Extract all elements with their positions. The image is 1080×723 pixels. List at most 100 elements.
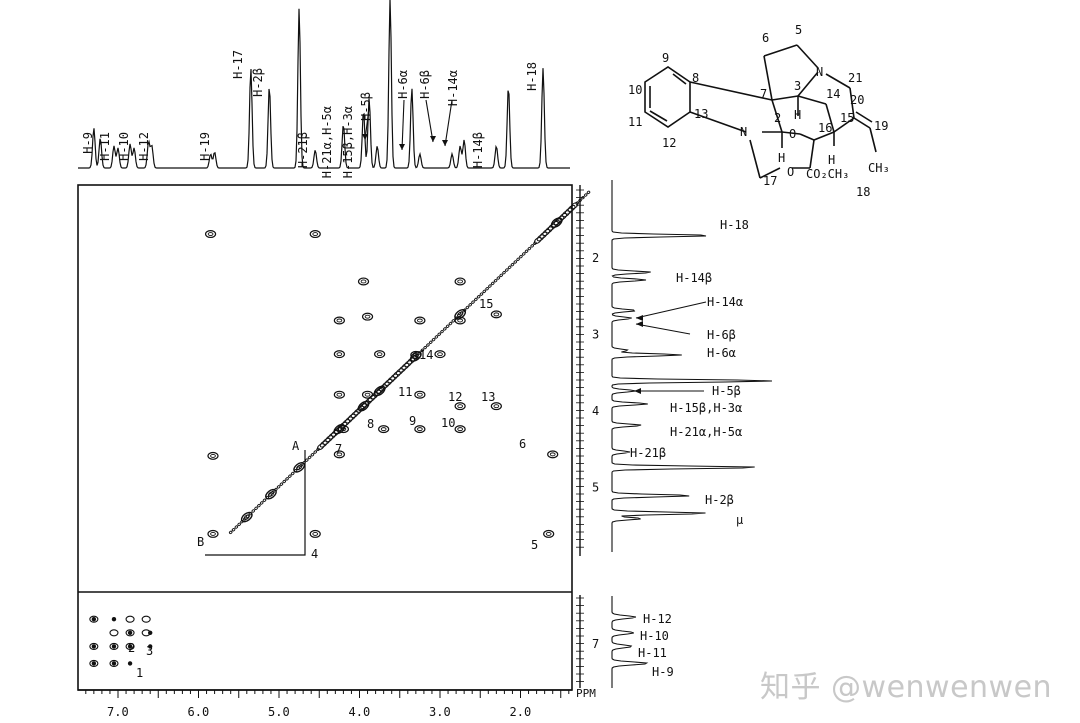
atom-label: 13 xyxy=(694,107,708,121)
atom-label: 15 xyxy=(840,111,854,125)
top-peak-label: H-14α xyxy=(446,70,460,106)
bottom-tick-label: 4.0 xyxy=(349,705,371,719)
atom-label: H xyxy=(778,151,785,165)
cross-peak-number: 8 xyxy=(367,417,374,431)
side-peak-label: H-14β xyxy=(676,271,712,285)
bottom-tick-label: 5.0 xyxy=(268,705,290,719)
bottom-tick-label: 2.0 xyxy=(510,705,532,719)
atom-label: 17 xyxy=(763,174,777,188)
side-spectrum-labels: H-18H-14βH-14αH-6βH-6αH-5βH-15β,H-3αH-21… xyxy=(630,218,749,679)
atom-label: 11 xyxy=(628,115,642,129)
watermark: 知乎 @wenwenwen xyxy=(760,670,1053,705)
right-tick-label: 3 xyxy=(592,328,599,342)
cross-peak-number: 2 xyxy=(128,641,135,655)
cross-peak-number: 13 xyxy=(481,390,495,404)
atom-label: H xyxy=(794,108,801,122)
side-peak-label: H-6α xyxy=(707,346,736,360)
cross-peak-number: 3 xyxy=(146,644,153,658)
bottom-tick-label: 7.0 xyxy=(107,705,129,719)
side-peak-label: μ xyxy=(736,513,743,527)
side-peak-label: H-9 xyxy=(652,665,674,679)
side-peak-label: H-14α xyxy=(707,295,743,309)
atom-label: 10 xyxy=(628,83,642,97)
cross-peak-number: 11 xyxy=(398,385,412,399)
side-peak-label: H-6β xyxy=(707,328,736,342)
cross-peak-number: 7 xyxy=(335,442,342,456)
atom-label: 18 xyxy=(856,185,870,199)
cross-peak-number: 10 xyxy=(441,416,455,430)
top-peak-label: H-19 xyxy=(198,132,212,161)
right-tick-label: 2 xyxy=(592,251,599,265)
atom-label: 6 xyxy=(762,31,769,45)
atom-label: 21 xyxy=(848,71,862,85)
atom-label: 14 xyxy=(826,87,840,101)
molecular-structure xyxy=(644,44,877,179)
side-1d-spectrum: H-18H-14βH-14αH-6βH-6αH-5βH-15β,H-3αH-21… xyxy=(611,180,773,688)
atom-label: 20 xyxy=(850,93,864,107)
right-ppm-axis: 2 3 4 5 7 xyxy=(576,185,599,688)
bottom-tick-label: 3.0 xyxy=(429,705,451,719)
atom-label: 19 xyxy=(874,119,888,133)
cross-peak-number: 1 xyxy=(136,666,143,680)
axis-unit-label: PPM xyxy=(576,687,596,700)
cross-peak-number: 14 xyxy=(419,348,433,362)
cosy-plot-frame xyxy=(77,184,573,691)
top-peak-label: H-21α,H-5α xyxy=(320,106,334,178)
corner-letter-a: A xyxy=(292,439,300,453)
corner-letter-b: B xyxy=(197,535,204,549)
side-peak-label: H-11 xyxy=(638,646,667,660)
bottom-ppm-axis: 7.0 6.0 5.0 4.0 3.0 2.0 xyxy=(78,689,572,719)
top-peak-label: H-15β,H-3α xyxy=(341,106,355,178)
atom-label: 7 xyxy=(760,87,767,101)
top-peak-label: H-6β xyxy=(418,70,432,99)
top-peak-label: H-11 xyxy=(98,132,112,161)
top-peak-label: H-21β xyxy=(296,132,310,168)
atom-label: N xyxy=(740,125,747,139)
side-spectrum-trace-lower xyxy=(611,596,649,688)
side-peak-label: H-10 xyxy=(640,629,669,643)
right-tick-label: 4 xyxy=(592,404,599,418)
side-peak-label: H-18 xyxy=(720,218,749,232)
atom-label: 9 xyxy=(662,51,669,65)
diagonal-ridge xyxy=(228,190,591,535)
atom-label: N xyxy=(816,65,823,79)
side-peak-label: H-15β,H-3α xyxy=(670,401,742,415)
top-peak-label: H-14β xyxy=(471,132,485,168)
top-peak-label: H-10 xyxy=(117,132,131,161)
right-tick-label: 5 xyxy=(592,481,599,495)
atom-label: O xyxy=(789,127,796,141)
top-peak-label: H-12 xyxy=(137,132,151,161)
side-peak-label: H-21β xyxy=(630,446,666,460)
top-peak-label: H-5β xyxy=(359,92,373,121)
atom-label: CO₂CH₃ xyxy=(806,167,849,181)
bottom-tick-label: 6.0 xyxy=(188,705,210,719)
right-tick-label: 7 xyxy=(592,637,599,651)
cross-peaks xyxy=(89,230,559,667)
side-spectrum-trace-upper xyxy=(611,180,773,552)
atom-label: CH₃ xyxy=(868,161,890,175)
cross-peak-number: 15 xyxy=(479,297,493,311)
cross-peak-number: 6 xyxy=(519,437,526,451)
cross-peak-number: 4 xyxy=(311,547,318,561)
atom-label: H xyxy=(828,153,835,167)
atom-label: 16 xyxy=(818,121,832,135)
atom-label: O xyxy=(787,165,794,179)
atom-label: 2 xyxy=(774,111,781,125)
top-peak-label: H-18 xyxy=(525,62,539,91)
benzene-ring xyxy=(644,66,691,128)
top-peak-label: H-6α xyxy=(396,70,410,99)
cross-peak-number: 9 xyxy=(409,414,416,428)
top-peak-label: H-17 xyxy=(231,50,245,79)
atom-label: 5 xyxy=(795,23,802,37)
top-spectrum-trace xyxy=(78,0,570,169)
side-peak-label: H-5β xyxy=(712,384,741,398)
atom-label: 3 xyxy=(794,79,801,93)
cross-peak-number: 12 xyxy=(448,390,462,404)
cross-peak-number: 5 xyxy=(531,538,538,552)
top-peak-label: H-9 xyxy=(81,132,95,154)
